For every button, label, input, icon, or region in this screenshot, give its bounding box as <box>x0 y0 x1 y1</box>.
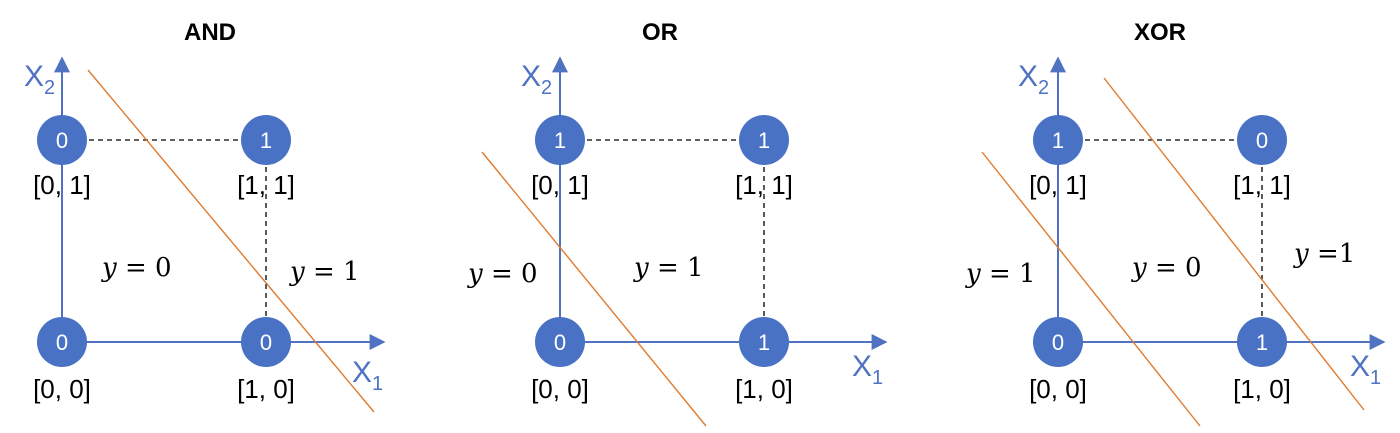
decision-boundary-right <box>1103 77 1365 411</box>
point-1-0: 1 [1, 0] <box>735 317 793 404</box>
point-0-0: 0 [0, 0] <box>531 317 589 404</box>
point-0-1: 1 [0, 1] <box>531 115 589 200</box>
node-coord: [1, 0] <box>735 374 793 404</box>
node-value: 0 <box>554 330 566 355</box>
node-value: 1 <box>554 128 566 153</box>
node-circle <box>535 317 585 367</box>
panel-title: AND <box>184 19 236 46</box>
node-value: 1 <box>758 330 770 355</box>
point-1-1: 0 [1, 1] <box>1233 115 1291 200</box>
node-value: 0 <box>56 330 68 355</box>
node-coord: [0, 0] <box>33 374 91 404</box>
point-0-0: 0 [0, 0] <box>1029 317 1087 404</box>
panel-xor: XOR X2 X1 0 [0, 0] 1 [1, 0] 1 [0, 1] 0 [… <box>965 19 1386 427</box>
node-coord: [1, 1] <box>237 170 295 200</box>
node-circle <box>739 317 789 367</box>
node-value: 1 <box>758 128 770 153</box>
node-coord: [1, 0] <box>1233 374 1291 404</box>
point-1-0: 0 [1, 0] <box>237 317 295 404</box>
x1-axis-label: X1 <box>852 350 883 389</box>
decision-boundary-left <box>981 151 1201 427</box>
node-value: 0 <box>56 128 68 153</box>
region-label: y = 1 <box>289 257 360 287</box>
node-value: 1 <box>260 128 272 153</box>
x2-axis-label: X2 <box>521 60 552 99</box>
node-coord: [0, 0] <box>531 374 589 404</box>
node-coord: [0, 1] <box>33 170 91 200</box>
node-coord: [0, 1] <box>531 170 589 200</box>
region-label: y = 1 <box>633 253 704 283</box>
node-circle <box>1033 115 1083 165</box>
node-circle <box>37 317 87 367</box>
x2-axis-label: X2 <box>1018 60 1049 99</box>
point-1-0: 1 [1, 0] <box>1233 317 1291 404</box>
node-circle <box>1237 317 1287 367</box>
point-0-0: 0 [0, 0] <box>33 317 91 404</box>
node-coord: [0, 0] <box>1029 374 1087 404</box>
node-circle <box>535 115 585 165</box>
point-0-1: 0 [0, 1] <box>33 115 91 200</box>
node-value: 1 <box>1052 128 1064 153</box>
panel-and: AND X2 X1 0 [0, 0] 0 [1, 0] 0 [0, 1] 1 <box>24 19 386 413</box>
x1-axis-label: X1 <box>1350 350 1381 389</box>
region-label: y =1 <box>1293 239 1355 269</box>
node-circle <box>1237 115 1287 165</box>
x1-axis-label: X1 <box>352 356 383 395</box>
node-coord: [0, 1] <box>1029 170 1087 200</box>
panel-or: OR X2 X1 0 [0, 0] 1 [1, 0] 1 [0, 1] 1 [1… <box>467 19 888 427</box>
node-coord: [1, 0] <box>237 374 295 404</box>
region-label: y = 0 <box>101 253 172 283</box>
point-1-1: 1 [1, 1] <box>735 115 793 200</box>
node-circle <box>1033 317 1083 367</box>
node-coord: [1, 1] <box>1233 170 1291 200</box>
decision-boundary <box>481 151 707 427</box>
node-circle <box>241 317 291 367</box>
node-value: 1 <box>1256 330 1268 355</box>
point-1-1: 1 [1, 1] <box>237 115 295 200</box>
node-circle <box>241 115 291 165</box>
region-label: y = 0 <box>467 259 538 289</box>
node-coord: [1, 1] <box>735 170 793 200</box>
point-0-1: 1 [0, 1] <box>1029 115 1087 200</box>
panel-title: OR <box>642 19 678 46</box>
region-label: y = 0 <box>1131 253 1202 283</box>
node-value: 0 <box>260 330 272 355</box>
decision-boundary <box>87 69 375 413</box>
node-circle <box>739 115 789 165</box>
panel-title: XOR <box>1134 19 1186 46</box>
x2-axis-label: X2 <box>24 60 55 99</box>
node-value: 0 <box>1256 128 1268 153</box>
node-circle <box>37 115 87 165</box>
region-label: y = 1 <box>965 259 1036 289</box>
node-value: 0 <box>1052 330 1064 355</box>
